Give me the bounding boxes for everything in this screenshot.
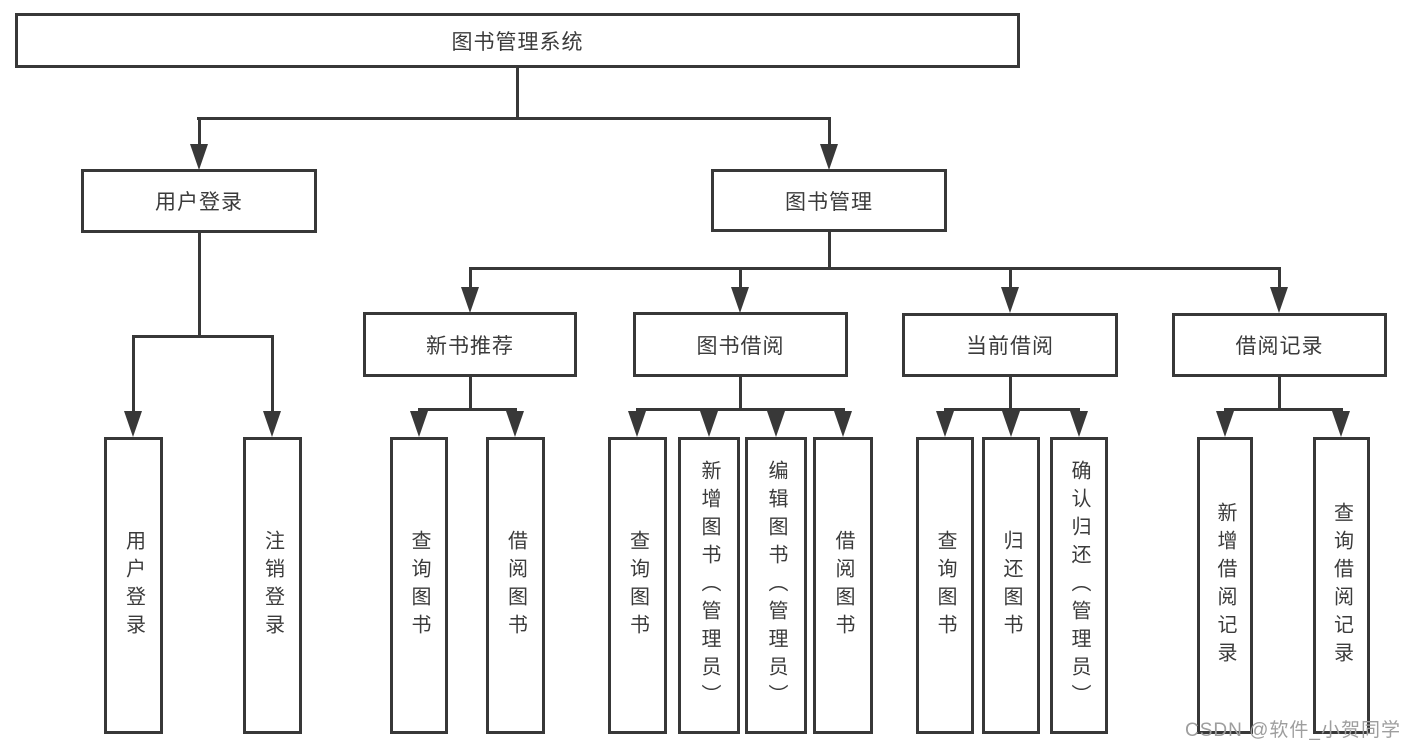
leaf-label: 查询图书 bbox=[408, 529, 430, 642]
arrow-down-icon bbox=[1270, 287, 1288, 313]
leaf-edit-books-admin: 编辑图书（管理员） bbox=[745, 437, 807, 734]
connector-shaft-login-leaf bbox=[132, 335, 135, 415]
node-borrow-records: 借阅记录 bbox=[1172, 313, 1387, 377]
connector-new-book-stem bbox=[469, 377, 472, 410]
connector-new-book-bar bbox=[418, 408, 517, 411]
arrow-down-icon bbox=[1002, 411, 1020, 437]
connector-borrow-record-bar bbox=[1224, 408, 1343, 411]
arrow-down-icon bbox=[263, 411, 281, 437]
connector-root-stem bbox=[516, 68, 519, 120]
arrow-down-icon bbox=[1332, 411, 1350, 437]
leaf-label: 新增借阅记录 bbox=[1214, 501, 1236, 670]
node-current-borrowing: 当前借阅 bbox=[902, 313, 1118, 377]
arrow-down-icon bbox=[820, 144, 838, 170]
connector-shaft-book-mgmt bbox=[828, 117, 831, 150]
node-label: 图书借阅 bbox=[696, 334, 785, 358]
arrow-down-icon bbox=[834, 411, 852, 437]
arrow-down-icon bbox=[1001, 287, 1019, 313]
node-root-library-system: 图书管理系统 bbox=[15, 13, 1020, 68]
node-label: 借阅记录 bbox=[1235, 335, 1324, 358]
leaf-label: 借阅图书 bbox=[832, 529, 854, 642]
leaf-label: 确认归还（管理员） bbox=[1068, 459, 1090, 712]
arrow-down-icon bbox=[731, 287, 749, 313]
node-book-borrowing: 图书借阅 bbox=[633, 312, 848, 377]
node-new-book-recommend: 新书推荐 bbox=[363, 312, 577, 377]
arrow-down-icon bbox=[628, 411, 646, 437]
leaf-label: 查询图书 bbox=[626, 529, 649, 642]
node-label: 图书管理系统 bbox=[451, 30, 584, 54]
leaf-user-login: 用户登录 bbox=[104, 437, 163, 734]
connector-shaft-logout-leaf bbox=[271, 335, 274, 415]
connector-level2-bar bbox=[469, 267, 1281, 270]
connector-book-borrow-stem bbox=[739, 377, 742, 410]
node-label: 新书推荐 bbox=[426, 334, 514, 358]
node-label: 图书管理 bbox=[785, 190, 873, 214]
node-label: 用户登录 bbox=[155, 191, 243, 214]
node-book-management: 图书管理 bbox=[711, 169, 947, 232]
leaf-label: 查询借阅记录 bbox=[1330, 501, 1353, 670]
connector-shaft-book-borrow bbox=[739, 267, 742, 293]
arrow-down-icon bbox=[124, 411, 142, 437]
arrow-down-icon bbox=[190, 144, 208, 170]
connector-shaft-new-book bbox=[469, 267, 472, 293]
connector-book-borrow-bar bbox=[636, 408, 845, 411]
connector-book-mgmt-stem bbox=[828, 232, 831, 270]
leaf-query-books: 查询图书 bbox=[608, 437, 667, 734]
arrow-down-icon bbox=[700, 411, 718, 437]
leaf-borrow-books-recommend: 借阅图书 bbox=[486, 437, 545, 734]
leaf-add-books-admin: 新增图书（管理员） bbox=[678, 437, 740, 734]
arrow-down-icon bbox=[767, 411, 785, 437]
leaf-label: 用户登录 bbox=[122, 529, 145, 642]
leaf-borrow-books: 借阅图书 bbox=[813, 437, 873, 734]
connector-level1-bar bbox=[197, 117, 831, 120]
arrow-down-icon bbox=[936, 411, 954, 437]
connector-current-borrow-stem bbox=[1009, 377, 1012, 410]
leaf-label: 新增图书（管理员） bbox=[698, 459, 720, 712]
arrow-down-icon bbox=[1070, 411, 1088, 437]
connector-shaft-current-borrow bbox=[1009, 267, 1012, 293]
leaf-confirm-return-admin: 确认归还（管理员） bbox=[1050, 437, 1108, 734]
leaf-query-borrow-record: 查询借阅记录 bbox=[1313, 437, 1370, 734]
connector-shaft-user-login bbox=[198, 117, 201, 150]
csdn-watermark: CSDN @软件_小贺同学 bbox=[1185, 720, 1401, 741]
leaf-label: 注销登录 bbox=[261, 529, 284, 642]
leaf-query-books-current: 查询图书 bbox=[916, 437, 974, 734]
connector-user-login-stem bbox=[198, 233, 201, 338]
leaf-label: 归还图书 bbox=[1000, 529, 1022, 642]
node-label: 当前借阅 bbox=[966, 335, 1054, 358]
leaf-return-books: 归还图书 bbox=[982, 437, 1040, 734]
node-user-login: 用户登录 bbox=[81, 169, 317, 233]
leaf-label: 借阅图书 bbox=[504, 529, 527, 642]
leaf-label: 查询图书 bbox=[934, 529, 956, 642]
leaf-logout: 注销登录 bbox=[243, 437, 302, 734]
arrow-down-icon bbox=[506, 411, 524, 437]
leaf-label: 编辑图书（管理员） bbox=[765, 459, 787, 712]
arrow-down-icon bbox=[1216, 411, 1234, 437]
leaf-query-books-recommend: 查询图书 bbox=[390, 437, 448, 734]
connector-user-login-bar bbox=[132, 335, 274, 338]
connector-borrow-record-stem bbox=[1278, 377, 1281, 410]
arrow-down-icon bbox=[410, 411, 428, 437]
connector-shaft-borrow-record bbox=[1278, 267, 1281, 293]
leaf-add-borrow-record: 新增借阅记录 bbox=[1197, 437, 1253, 734]
arrow-down-icon bbox=[461, 287, 479, 313]
